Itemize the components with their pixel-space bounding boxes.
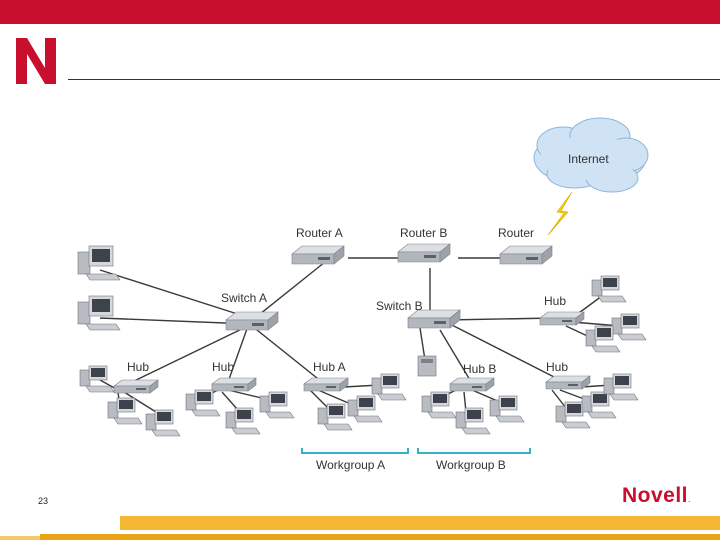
- pc-icon: [421, 391, 457, 419]
- pc-icon: [455, 407, 491, 435]
- pc-icon: [591, 275, 627, 303]
- hub-label: Hub: [546, 360, 568, 374]
- pc-icon: [347, 395, 383, 423]
- internet-cloud: [533, 117, 649, 193]
- hub-label: Hub: [212, 360, 234, 374]
- hub-label: Hub: [544, 294, 566, 308]
- workgroup-b-bracket: [417, 448, 531, 454]
- switch-a-icon: [225, 311, 279, 331]
- router-a-icon: [291, 245, 345, 265]
- novell-n-logo: [16, 38, 56, 84]
- pc-icon: [611, 313, 647, 341]
- router-b-label: Router B: [400, 226, 447, 240]
- hub-label: Hub: [127, 360, 149, 374]
- brand-mark: .: [688, 494, 692, 504]
- hub-icon: [545, 375, 591, 390]
- pc-icon: [371, 373, 407, 401]
- pc-icon: [79, 365, 115, 393]
- switch-a-label: Switch A: [221, 291, 267, 305]
- switch-b-label: Switch B: [376, 299, 423, 313]
- pc-icon: [185, 389, 221, 417]
- brand-name: Novell: [622, 484, 689, 507]
- pc-icon: [581, 391, 617, 419]
- hub-icon: [211, 377, 257, 392]
- workgroup-b-label: Workgroup B: [436, 458, 506, 472]
- workstation-icon: [77, 295, 121, 331]
- pc-icon: [107, 397, 143, 425]
- workstation-icon: [77, 245, 121, 281]
- hub-b-icon: [449, 377, 495, 392]
- pc-icon: [145, 409, 181, 437]
- internet-label: Internet: [568, 152, 609, 166]
- hub-b-label: Hub B: [463, 362, 496, 376]
- slide-number: 23: [38, 496, 49, 506]
- router-icon: [499, 245, 553, 265]
- workgroup-a-label: Workgroup A: [316, 458, 385, 472]
- router-label: Router: [498, 226, 534, 240]
- top-brand-bar: [0, 0, 720, 24]
- hub-a-label: Hub A: [313, 360, 346, 374]
- lightning-bolt-icon: [547, 191, 573, 236]
- hub-icon: [539, 311, 585, 326]
- hub-a-icon: [303, 377, 349, 392]
- footer-line: [40, 534, 720, 540]
- router-a-label: Router A: [296, 226, 343, 240]
- router-b-icon: [397, 243, 451, 263]
- novell-wordmark: Novell.: [622, 484, 691, 508]
- pc-icon: [225, 407, 261, 435]
- connection-lines: [99, 257, 621, 413]
- pc-icon: [489, 395, 525, 423]
- hub-icon: [113, 379, 159, 394]
- workgroup-a-bracket: [301, 448, 409, 454]
- footer-line-left: [0, 536, 40, 540]
- header-rule: [68, 79, 720, 80]
- pc-icon: [317, 403, 353, 431]
- server-icon: [417, 355, 437, 377]
- footer-bar: [120, 516, 720, 530]
- pc-icon: [259, 391, 295, 419]
